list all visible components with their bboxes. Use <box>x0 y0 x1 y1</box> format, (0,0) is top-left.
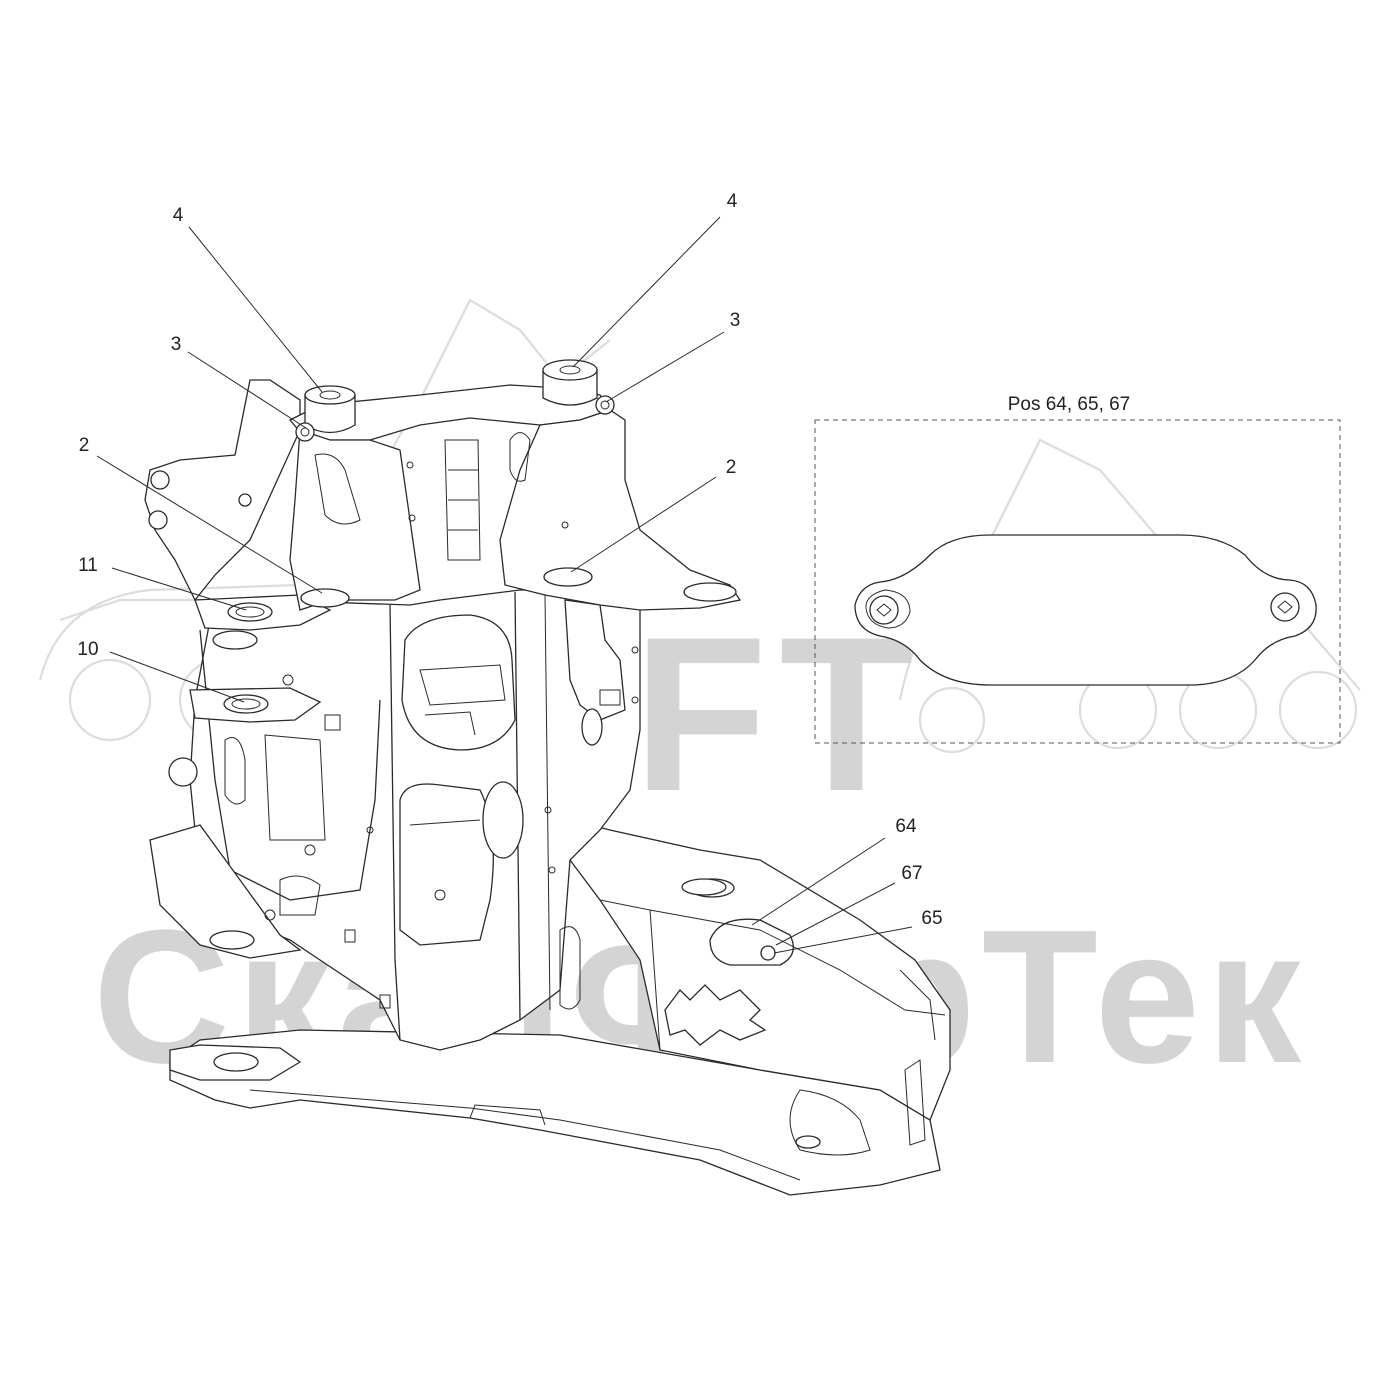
frame-base <box>169 1029 941 1196</box>
mount-2-left <box>300 588 350 608</box>
callout-label: 11 <box>78 555 98 576</box>
frame-assembly <box>144 359 951 1196</box>
lug-left <box>295 422 315 442</box>
top-mount-right <box>542 359 598 406</box>
callout-67: 67 <box>775 863 923 946</box>
callout-3-right: 3 <box>605 310 741 403</box>
callout-label: 64 <box>895 816 917 837</box>
callout-label: 67 <box>901 863 922 884</box>
detail-box-title: Pos 64, 65, 67 <box>1008 394 1131 415</box>
callout-64: 64 <box>751 816 917 926</box>
callout-2-right: 2 <box>570 457 737 573</box>
plate-screw-left <box>869 595 899 625</box>
callout-10: 10 <box>77 639 245 703</box>
callout-label: 3 <box>171 334 182 355</box>
callouts: 4 4 3 3 2 2 11 10 <box>77 191 943 954</box>
top-mount-left <box>304 385 356 434</box>
detail-box-frame <box>814 419 1341 744</box>
callout-label: 2 <box>79 435 90 456</box>
callout-label: 4 <box>727 191 738 212</box>
callout-3-left: 3 <box>171 334 307 429</box>
callout-label: 3 <box>730 310 741 331</box>
callout-4-right: 4 <box>572 191 738 368</box>
callout-65: 65 <box>773 908 943 954</box>
bushing-11 <box>227 602 273 622</box>
cover-plate <box>854 534 1317 686</box>
callout-2-left: 2 <box>79 435 323 594</box>
callout-label: 4 <box>173 205 184 226</box>
callout-label: 2 <box>726 457 737 478</box>
callout-11: 11 <box>78 555 247 611</box>
frame-holes <box>264 461 639 921</box>
left-bracket-lower <box>149 824 302 959</box>
callout-label: 65 <box>921 908 942 929</box>
plate-screw-right <box>1270 592 1300 622</box>
callout-label: 10 <box>77 639 98 660</box>
bushing-10 <box>223 694 269 714</box>
boom-arm <box>569 819 951 1121</box>
callout-4-left: 4 <box>173 205 323 393</box>
mount-2-right <box>543 567 593 587</box>
upper-right-tower <box>499 409 742 611</box>
upper-left-tower <box>289 429 421 611</box>
left-lug-plate <box>144 379 301 602</box>
detail-view: Pos 64, 65, 67 <box>814 394 1341 744</box>
